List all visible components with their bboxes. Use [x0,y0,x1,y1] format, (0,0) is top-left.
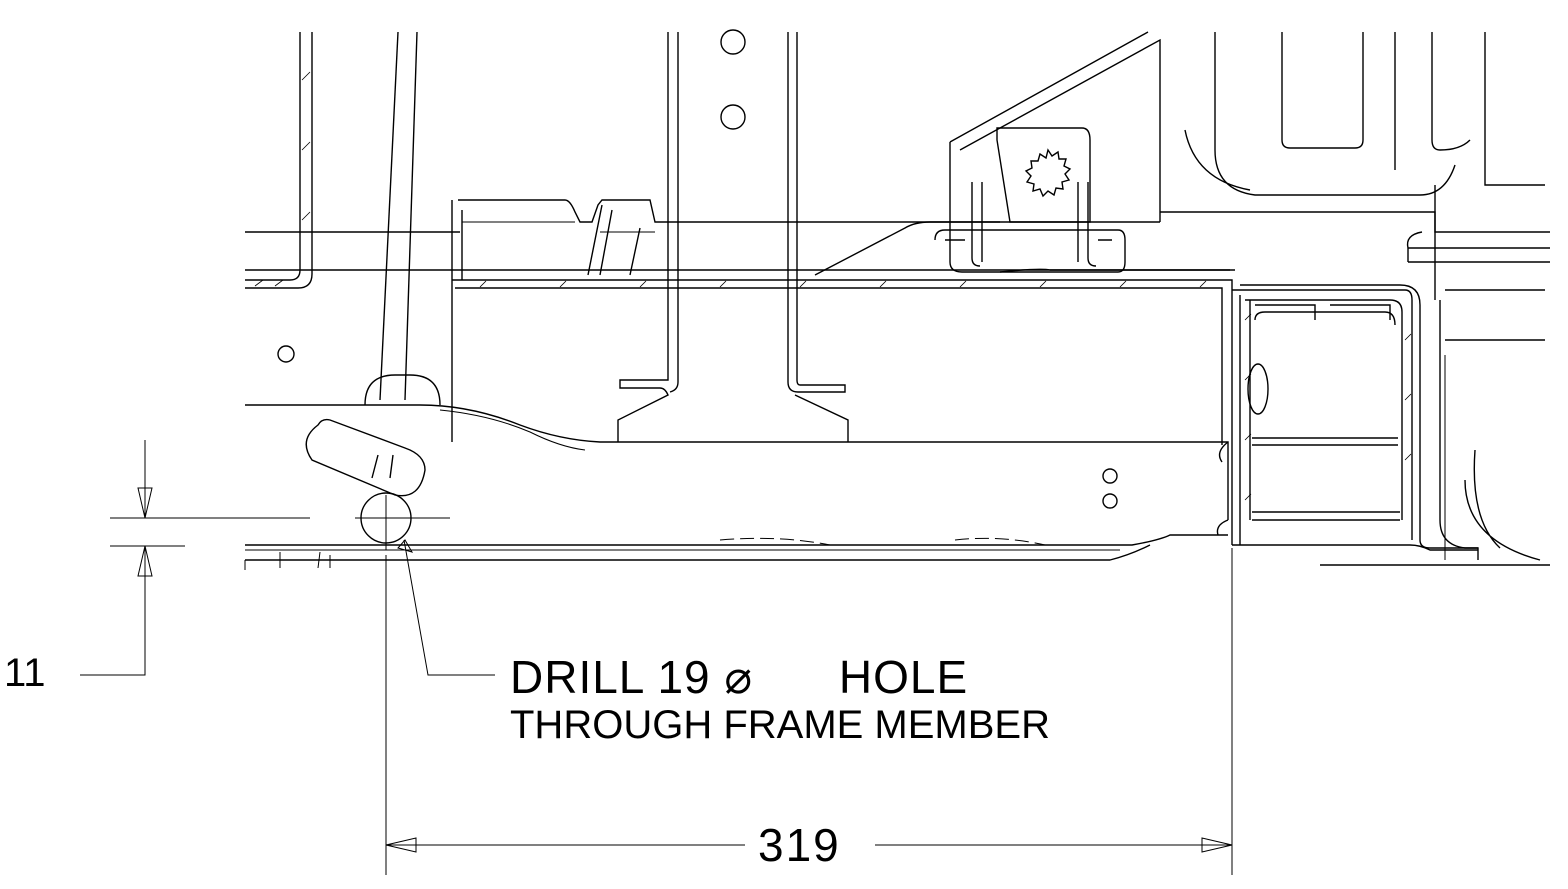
frame-member [244,404,1550,570]
drill-note-leader [397,539,495,676]
right-structure [1160,32,1550,341]
drill-note-suffix: HOLE [838,651,969,703]
dimension-319-label: 319 [758,819,841,871]
cover-plate [245,199,1233,545]
diameter-symbol-icon: ⌀ [724,651,754,703]
drill-note-line1: DRILL 19 ⌀ HOLE [510,654,968,700]
drill-note-text: DRILL 19 [510,651,711,703]
slot-boss [305,374,441,497]
dimension-11-lines [80,440,310,676]
upper-right-assembly [814,31,1235,276]
slanted-rod [371,31,418,479]
dimension-319-lines [385,548,1233,875]
left-post [245,32,313,289]
drill-note-line2: THROUGH FRAME MEMBER [510,703,1050,747]
bracket-plates [617,29,849,442]
drill-hole [355,492,450,550]
frame-holes [277,345,1118,509]
box-section [1232,284,1541,561]
dimension-11-label: 11 [4,651,46,695]
